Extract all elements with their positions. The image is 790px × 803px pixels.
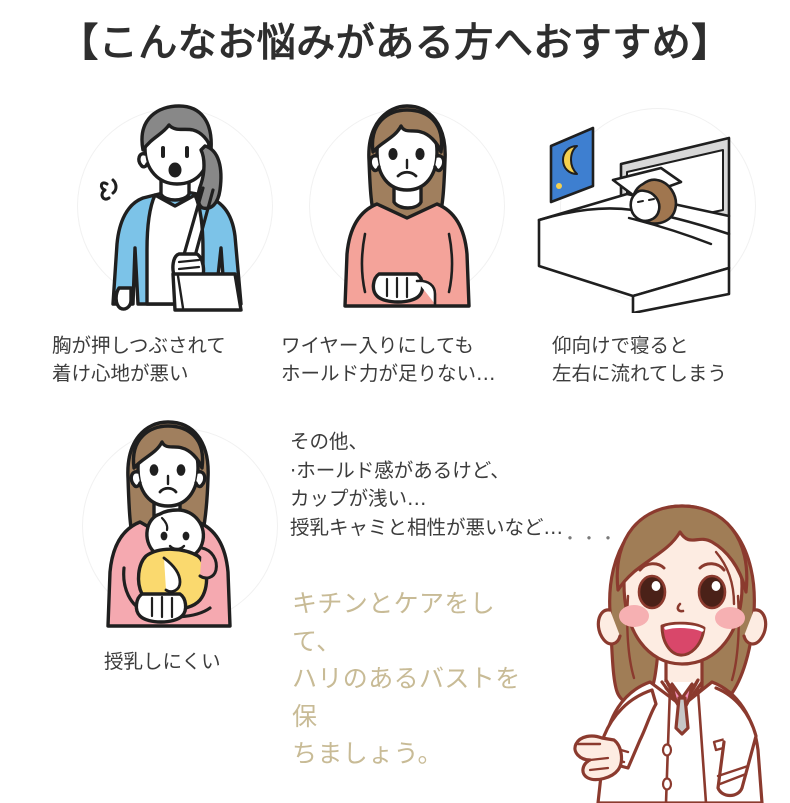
illustration-person-sleeping-in-bed [528, 98, 788, 313]
problem-caption-3: 仰向けで寝ると 左右に流れてしまう [552, 334, 727, 385]
problem-card-1 [50, 98, 300, 313]
problem-card-4 [60, 418, 300, 633]
woman-pink-icon [343, 104, 471, 308]
illustration-woman-with-shoulder-bag [50, 98, 300, 313]
problem-card-3 [528, 98, 788, 313]
problem-card-2 [282, 98, 532, 313]
problem-caption-2: ワイヤー入りにしても ホールド力が足りない… [281, 334, 496, 385]
woman-bag-icon [99, 104, 243, 312]
bed-sleep-icon [537, 126, 731, 313]
problem-caption-1: 胸が押しつぶされて 着け心地が悪い [52, 334, 226, 385]
pointing-specialist-icon [573, 504, 768, 803]
closing-message: キチンとケアをして、 ハリのあるバストを保 ちましょう。 [292, 589, 521, 768]
speech-dots: ・・・ [562, 529, 620, 548]
mother-baby-icon [106, 420, 232, 628]
illustration-mother-holding-baby [60, 418, 300, 633]
other-problems-list: その他、 ·ホールド感があるけど、 カップが浅い… 授乳キャミと相性が悪いなど… [290, 430, 564, 539]
illustration-woman-in-pink-sweater [282, 98, 532, 313]
page-title: 【こんなお悩みがある方へおすすめ】 [59, 21, 731, 66]
mascot-specialist [566, 492, 790, 803]
problem-caption-4: 授乳しにくい [104, 650, 221, 673]
